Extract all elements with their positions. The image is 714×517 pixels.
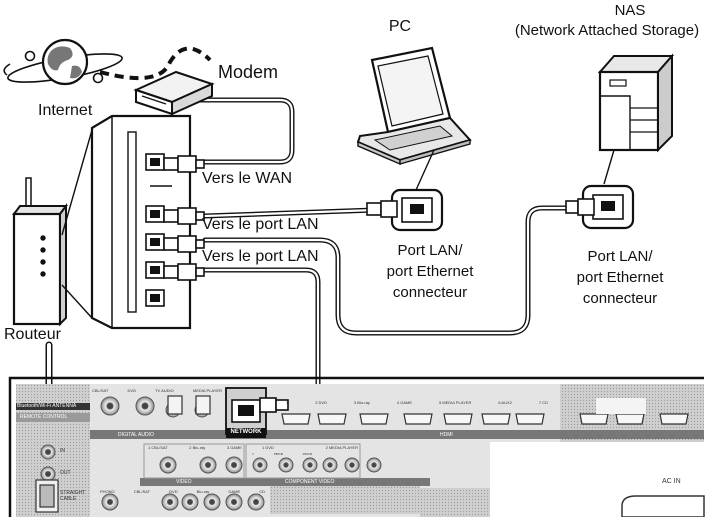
- component-video-label: COMPONENT VIDEO: [285, 479, 335, 485]
- top-input-labels: CBL/SAT DVD TV AUDIO MEDIA PLAYER: [92, 388, 222, 393]
- pc-port-caption: Port LAN/ port Ethernet connecteur: [360, 240, 500, 303]
- rs232-port-icon: [35, 479, 59, 513]
- remote-out-label: OUT: [60, 470, 71, 476]
- digital-audio-label: DIGITAL AUDIO: [118, 432, 154, 438]
- straight-cable-label: STRAIGHT CABLE: [60, 490, 86, 502]
- hdmi-input-label: 2 DVD: [315, 400, 327, 405]
- hdmi-out-block: [596, 398, 646, 414]
- network-port-label: NETWORK: [230, 429, 262, 435]
- optical-ports: [167, 395, 211, 415]
- remote-control-label: REMOTE CONTROL: [20, 414, 68, 420]
- hdmi-input-label: 5 MEDIA PLAYER: [438, 400, 472, 405]
- component-input-labels: 1 DVD 2 MEDIA PLAYER: [262, 445, 358, 450]
- bottom-input-label: DVD: [169, 489, 178, 494]
- pc-port-line2: port Ethernet: [386, 263, 474, 280]
- component-sub-labels: Y PB/CB PR/CR: [252, 452, 312, 456]
- internet-globe-icon: [3, 38, 123, 86]
- modem-icon: [133, 70, 215, 116]
- component-sub-label: PB/CB: [273, 452, 283, 456]
- router-label: Routeur: [4, 326, 61, 343]
- bottom-input-label: PHONO: [100, 489, 115, 494]
- bottom-input-label: CD: [259, 489, 265, 494]
- wan-cable: [187, 97, 295, 165]
- nas-lan-port-icon: [565, 184, 635, 230]
- component-input-label: 1 DVD: [262, 445, 274, 450]
- modem-label: Modem: [218, 62, 279, 82]
- lan-label-2: Vers le port LAN: [202, 248, 319, 265]
- nas-subtitle: (Network Attached Storage): [514, 22, 700, 39]
- pc-laptop-icon: [356, 46, 472, 191]
- video-input-labels: 1 CBL/SAT 2 Blu-ray 3 GAME: [148, 445, 242, 450]
- router-plugs: [163, 155, 205, 281]
- component-sub-label: Y: [252, 452, 255, 456]
- pc-port-line1: Port LAN/: [397, 242, 463, 259]
- top-input-label: CBL/SAT: [92, 388, 109, 393]
- hdmi-input-label: 4 GAME: [396, 400, 413, 405]
- receiver-plug: [259, 397, 289, 413]
- bottom-input-label: GAME: [228, 489, 241, 494]
- ac-in-label: AC IN: [662, 478, 681, 485]
- wan-label: Vers le WAN: [202, 170, 293, 187]
- nas-port-line3: connecteur: [582, 290, 658, 307]
- component-input-label: 2 MEDIA PLAYER: [325, 445, 358, 450]
- pc-lan-port-icon: [366, 188, 444, 232]
- pc-port-line3: connecteur: [392, 284, 468, 301]
- nas-tower-icon: [597, 53, 675, 185]
- hdmi-input-label: 6 AUX2: [498, 400, 512, 405]
- ac-inlet-icon: [621, 495, 705, 517]
- hdmi-input-label: 3 Blu-ray: [353, 400, 370, 405]
- hdmi-input-label: 1: [286, 400, 289, 405]
- bottom-input-label: CBL/SAT: [133, 489, 151, 494]
- internet-link-dashes: [99, 46, 212, 81]
- cables: [45, 97, 571, 408]
- remote-in-label: IN: [60, 448, 65, 454]
- component-sub-label: PR/CR: [302, 452, 312, 456]
- video-input-label: 2 Blu-ray: [189, 445, 206, 450]
- top-input-label: DVD: [127, 388, 136, 393]
- nas-title: NAS: [614, 2, 646, 19]
- hdmi-input-labels: 1 2 DVD 3 Blu-ray 4 GAME 5 MEDIA PLAYER …: [286, 400, 548, 405]
- video-input-label: 1 CBL/SAT: [148, 445, 168, 450]
- video-label: VIDEO: [176, 479, 192, 485]
- hdmi-label: HDMI: [440, 432, 453, 438]
- nas-port-line1: Port LAN/: [587, 248, 653, 265]
- router-icon: [12, 129, 93, 327]
- bottom-input-label: Blu-ray: [196, 489, 210, 494]
- top-input-label: TV AUDIO: [155, 388, 174, 393]
- nas-port-caption: Port LAN/ port Ethernet connecteur: [550, 246, 690, 309]
- hdmi-ports: [281, 413, 689, 425]
- internet-label: Internet: [38, 102, 93, 119]
- top-input-label: MEDIA PLAYER: [192, 388, 222, 393]
- pc-label: PC: [388, 18, 412, 35]
- video-input-label: 3 GAME: [226, 445, 242, 450]
- antenna-label: Bluetooth/Wi-Fi ANTENNA: [17, 403, 77, 409]
- hdmi-input-label: 7 CD: [538, 400, 548, 405]
- nas-port-line2: port Ethernet: [576, 269, 664, 286]
- lan-label-1: Vers le port LAN: [202, 216, 319, 233]
- bottom-input-labels: PHONO CBL/SAT DVD Blu-ray GAME CD: [100, 489, 265, 494]
